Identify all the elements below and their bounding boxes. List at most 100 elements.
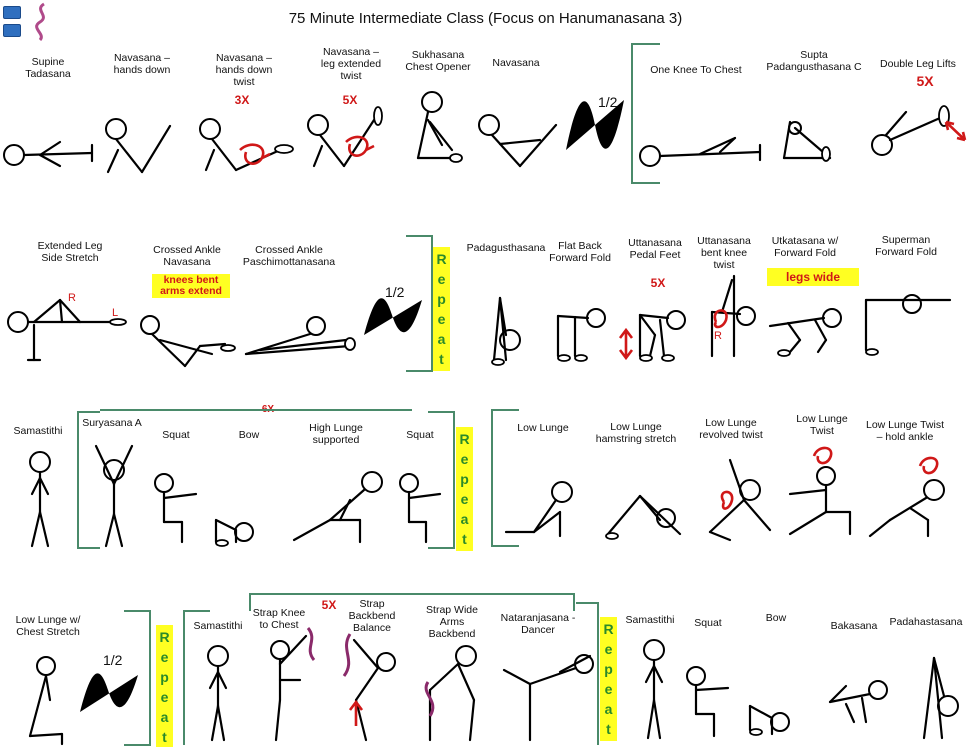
pose-label: Supine Tadasana (25, 56, 71, 80)
pose-label: Uttanasana Pedal Feet (628, 237, 682, 261)
bow-figure (748, 704, 790, 736)
padahastasana-figure (922, 656, 959, 740)
pose-label: Low Lunge revolved twist (699, 417, 763, 441)
supta-padangusthasana-figure (782, 120, 832, 162)
section-bracket (428, 411, 455, 549)
twist-arrow (720, 490, 734, 510)
half-cycle-label: 1/2 (598, 94, 618, 110)
suryasana-a-figure (94, 444, 134, 548)
navasana-figure (478, 114, 558, 168)
pose-label: Sukhasana Chest Opener (405, 49, 471, 73)
repeat-count: 3X (234, 93, 250, 107)
flat-back-forward-fold-figure (556, 308, 606, 362)
pose-label: Squat (162, 429, 190, 441)
half-cycle-wave (80, 673, 138, 712)
pose-label: Low Lunge Twist – hold ankle (865, 419, 945, 443)
extended-leg-side-stretch-figure (7, 298, 127, 362)
pose-label: Strap Wide Arms Backbend (426, 604, 478, 640)
blue-square-icon (3, 6, 21, 19)
strap-icon (424, 681, 435, 717)
pose-label: Low Lunge hamstring stretch (595, 421, 677, 445)
section-bracket (124, 610, 151, 746)
low-lunge-twist-figure (788, 466, 852, 536)
supine-tadasana-figure (3, 140, 94, 168)
pose-label: Navasana (492, 57, 540, 69)
pose-label: Utkatasana w/ Forward Fold (771, 235, 839, 259)
pose-label: Bow (765, 612, 787, 624)
samastithi-figure (29, 451, 51, 548)
pose-label: Supta Padangusthasana C (766, 49, 862, 73)
utkatasana-forward-fold-figure (768, 308, 842, 357)
samastithi-figure (207, 645, 229, 742)
strap-wide-arms-backbend-figure (428, 645, 477, 742)
one-knee-to-chest-figure (639, 136, 762, 167)
navasana-hands-down-figure (105, 118, 172, 174)
pose-label: Bakasana (830, 620, 878, 632)
twist-arrow (918, 456, 939, 475)
twist-arrow (239, 143, 271, 165)
pose-label: Squat (406, 429, 434, 441)
instruction-highlight: knees bent arms extend (152, 274, 230, 298)
twist-arrow (345, 135, 375, 157)
section-bracket (491, 409, 519, 547)
pose-label: Suryasana A (82, 417, 142, 429)
pose-label: Samastithi (193, 620, 243, 632)
pose-label: Low Lunge w/ Chest Stretch (15, 614, 81, 638)
twist-arrow (812, 446, 833, 465)
instruction-highlight: legs wide (767, 268, 859, 286)
uttanasana-bent-knee-twist-figure (710, 274, 756, 358)
navasana-twist-figure (199, 118, 294, 172)
pose-label: Extended Leg Side Stretch (37, 240, 103, 264)
pose-label: Crossed Ankle Navasana (153, 244, 221, 268)
strap-icon (306, 627, 316, 661)
squat-figure (686, 666, 730, 738)
natarajasana-dancer-figure (502, 654, 594, 742)
twist-arrow (713, 309, 728, 329)
section-bracket (183, 610, 210, 745)
navasana-leg-extended-twist-figure (307, 106, 383, 168)
samastithi-figure (643, 639, 665, 740)
up-down-arrow (618, 327, 634, 361)
strap-backbend-balance-figure (352, 638, 396, 742)
uttanasana-pedal-feet-figure (638, 310, 686, 362)
pose-label: Samastithi (13, 425, 63, 437)
repeat-count: 5X (650, 276, 666, 290)
up-arrow (348, 699, 364, 726)
bow-figure (214, 518, 254, 547)
repeat-count: 5X (916, 73, 934, 89)
repeat-count: 5X (321, 598, 337, 612)
pose-label: Padagusthasana (466, 242, 546, 254)
side-marker-left: L (111, 307, 119, 319)
low-lunge-chest-stretch-figure (28, 656, 64, 746)
section-bracket (249, 593, 575, 611)
pose-label: Strap Backbend Balance (348, 598, 396, 634)
repeat-marker: R e p e a t (433, 247, 450, 371)
pose-label: Navasana – leg extended twist (320, 46, 382, 82)
strap-icon (342, 633, 352, 677)
squat-figure (154, 473, 198, 544)
half-cycle-wave (566, 100, 624, 150)
strap-knee-to-chest-figure (270, 634, 308, 742)
half-cycle-label: 1/2 (385, 284, 405, 300)
blue-square-icon (3, 24, 21, 37)
pose-label: Low Lunge Twist (796, 413, 848, 437)
pose-label: Samastithi (625, 614, 675, 626)
strap-icon (35, 2, 45, 42)
low-lunge-hamstring-stretch-figure (605, 494, 682, 540)
page-title: 75 Minute Intermediate Class (Focus on H… (288, 10, 683, 27)
pose-label: Navasana – hands down twist (215, 52, 273, 88)
repeat-count: 5X (342, 93, 358, 107)
pose-label: Bow (238, 429, 260, 441)
pose-label: Crossed Ankle Paschimottanasana (242, 244, 336, 268)
pose-label: High Lunge supported (309, 422, 363, 446)
pose-label: One Knee To Chest (650, 64, 742, 76)
pose-label: Strap Knee to Chest (252, 607, 306, 631)
half-cycle-wave (364, 298, 422, 335)
low-lunge-revolved-twist-figure (708, 458, 772, 542)
bakasana-figure (828, 680, 888, 724)
pose-label: Padahastasana (889, 616, 963, 628)
pose-label: Low Lunge (517, 422, 569, 434)
pose-label: Flat Back Forward Fold (549, 240, 611, 264)
